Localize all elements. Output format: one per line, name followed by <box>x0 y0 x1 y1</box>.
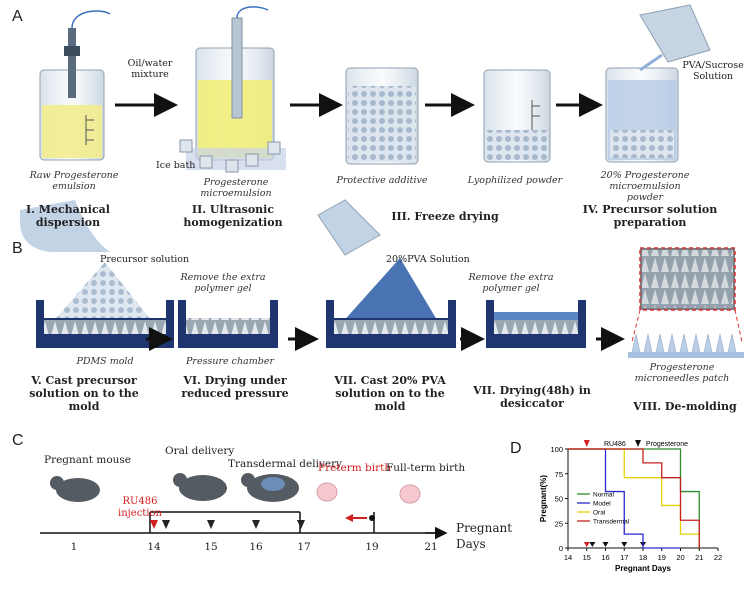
x-tick-label-14: 14 <box>564 553 572 562</box>
timeline-tick-1: 1 <box>70 541 78 553</box>
step-5: V. Cast precursor solution on to the mol… <box>29 374 139 413</box>
step-7: VII. Cast 20% PVA solution on to the mol… <box>334 374 446 413</box>
mouse-icons <box>50 473 421 504</box>
timeline-tick-15: 15 <box>204 541 218 553</box>
y-tick-label-75: 75 <box>555 470 563 479</box>
transdermal-delivery-label: Transdermal delivery <box>228 458 343 470</box>
series-line-oral <box>568 448 700 548</box>
step-2: II. Ultrasonic homogenization <box>183 203 283 229</box>
x-tick-label-16: 16 <box>601 553 609 562</box>
series-line-model <box>568 448 681 549</box>
step-8: VIII. De-molding <box>633 400 737 413</box>
progesterone-axis-marker-2 <box>602 542 609 547</box>
y-tick-label-0: 0 <box>559 544 563 553</box>
pressure-chamber-label: Pressure chamber <box>186 356 274 367</box>
oral-delivery-label: Oral delivery <box>165 445 235 457</box>
chart-axes <box>567 449 718 549</box>
raw-emulsion-caption: Raw Progesterone emulsion <box>29 170 119 192</box>
x-tick-label-17: 17 <box>620 553 628 562</box>
powder-caption: 20% Progesterone microemulsion powder <box>600 170 690 203</box>
mold-vi <box>178 300 278 348</box>
precursor-solution-label: Precursor solution <box>100 254 190 265</box>
ru486-marker <box>150 520 158 529</box>
x-axis-label: Pregnant Days <box>615 564 672 573</box>
x-tick-label-18: 18 <box>639 553 647 562</box>
mold-viii <box>486 300 586 348</box>
legend-label-oral: Oral <box>593 510 606 517</box>
ru486-injection-label: RU486 injection <box>118 496 162 519</box>
step-4: IV. Precursor solution preparation <box>582 203 718 229</box>
x-tick-label-19: 19 <box>658 553 666 562</box>
progesterone-marker-2 <box>207 520 215 529</box>
beaker-lyophilized <box>483 69 551 163</box>
timeline-axis <box>40 511 448 540</box>
legend-label-model: Model <box>593 501 611 508</box>
pregnant-mouse-label: Pregnant mouse <box>44 454 132 466</box>
timeline-tick-21: 21 <box>424 541 438 553</box>
ru486-annotation-marker <box>583 440 590 447</box>
lyophilized-caption: Lyophilized powder <box>467 175 563 186</box>
oil-water-label: Oil/water mixture <box>127 58 173 80</box>
progesterone-marker-1 <box>162 520 170 529</box>
series-line-normal <box>568 448 700 548</box>
fullterm-birth-label: Full-term birth <box>386 462 466 474</box>
x-tick-label-22: 22 <box>714 553 722 562</box>
panel-label-b: B <box>12 240 23 257</box>
ru486-axis-marker <box>583 542 590 547</box>
beaker-raw-emulsion <box>39 10 111 161</box>
legend-label-transdermal: Transdermal <box>593 519 630 526</box>
timeline-markers <box>150 520 305 529</box>
pdms-mold-label: PDMS mold <box>76 356 134 367</box>
microneedle-patch <box>628 247 744 358</box>
remove-gel-2: Remove the extra polymer gel <box>468 272 554 294</box>
beaker-precursor <box>605 4 711 163</box>
timeline-axis-title: Pregnant Days <box>456 521 513 551</box>
progesterone-axis-marker-3 <box>621 542 628 547</box>
x-tick-label-20: 20 <box>676 553 684 562</box>
progesterone-axis-marker-1 <box>589 542 596 547</box>
panel-label-c: C <box>12 432 24 449</box>
preterm-birth-label: Preterm birth <box>318 462 392 474</box>
mold-vii <box>317 199 456 348</box>
beaker-protective <box>345 67 419 165</box>
x-tick-label-15: 15 <box>583 553 591 562</box>
protective-caption: Protective additive <box>336 175 428 186</box>
patch-caption: Progesterone microneedles patch <box>634 362 730 384</box>
series-line-transdermal <box>568 448 700 548</box>
pva-solution-label: 20%PVA Solution <box>386 254 470 265</box>
progesterone-annotation-marker <box>635 440 641 447</box>
step-6: VI. Drying under reduced pressure <box>181 374 289 400</box>
timeline-tick-19: 19 <box>365 541 379 553</box>
progesterone-annotation: Progesterone <box>646 441 688 448</box>
remove-gel-1: Remove the extra polymer gel <box>180 272 266 294</box>
legend-label-normal: Normal <box>593 492 615 499</box>
y-tick-label-25: 25 <box>555 519 563 528</box>
step-3: III. Freeze drying <box>391 210 499 223</box>
timeline-tick-14: 14 <box>147 541 161 553</box>
step-7b: VII. Drying(48h) in desiccator <box>473 384 591 410</box>
pva-sucrose-label: PVA/Sucrose Solution <box>682 60 744 82</box>
y-axis-label: Pregnant(%) <box>539 475 548 522</box>
timeline-tick-17: 17 <box>297 541 311 553</box>
x-tick-label-21: 21 <box>695 553 703 562</box>
timeline-tick-16: 16 <box>249 541 263 553</box>
y-tick-label-50: 50 <box>555 495 563 504</box>
y-tick-label-100: 100 <box>550 445 563 454</box>
step-1: I. Mechanical dispersion <box>26 203 110 229</box>
progesterone-marker-3 <box>252 520 260 529</box>
microemulsion-caption: Progesterone microemulsion <box>200 177 272 199</box>
progesterone-marker-4 <box>297 520 305 529</box>
beaker-microemulsion <box>179 6 286 173</box>
ice-bath-label: Ice bath <box>156 160 196 171</box>
ru486-annotation: RU486 <box>604 441 626 448</box>
panel-label-d: D <box>510 440 522 457</box>
panel-label-a: A <box>12 8 23 25</box>
